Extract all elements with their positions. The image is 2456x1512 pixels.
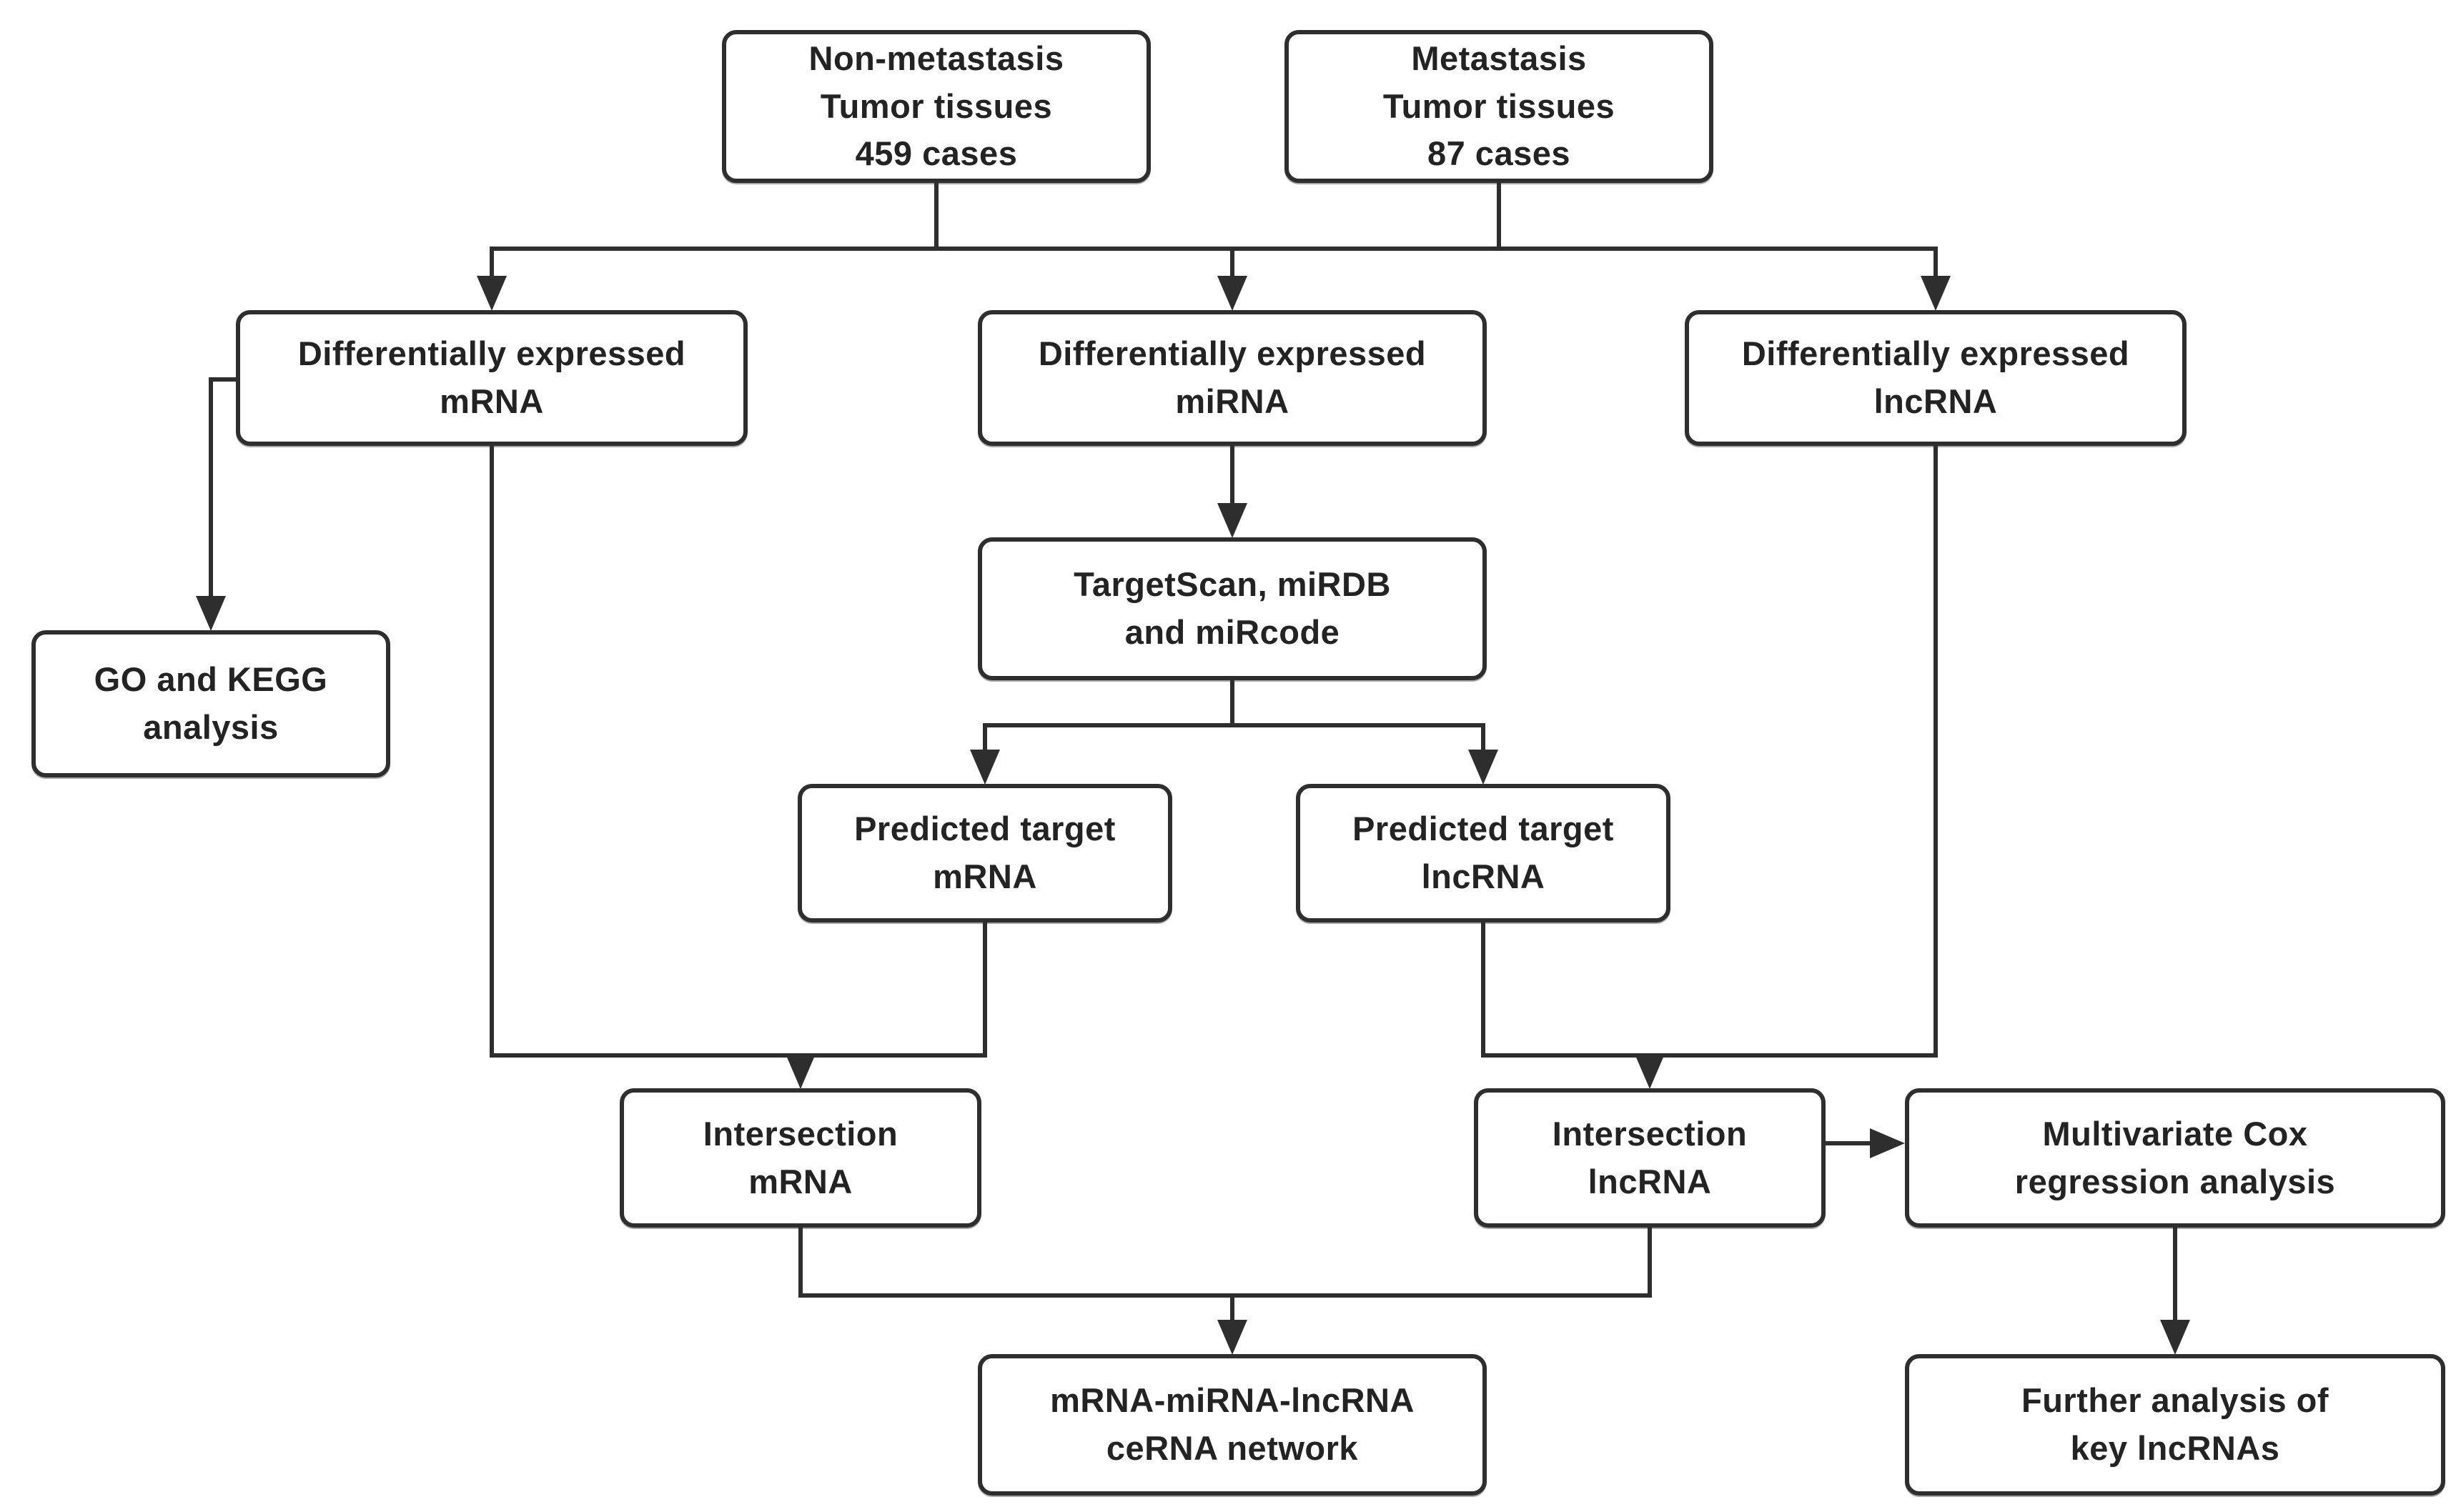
edge-go-stub bbox=[209, 377, 239, 382]
edge-int-lncrna-drop bbox=[1648, 1228, 1652, 1298]
node-label: GO and KEGG analysis bbox=[94, 660, 328, 746]
arrow-to-pred-lncrna bbox=[1468, 750, 1498, 785]
node-pred-mrna: Predicted target mRNA bbox=[798, 784, 1172, 922]
node-int-mrna: Intersection mRNA bbox=[620, 1088, 981, 1228]
edge-to-pred-lncrna-stem bbox=[1481, 723, 1485, 753]
arrow-to-de-lncrna bbox=[1921, 276, 1951, 311]
node-de-lncrna: Differentially expressed lncRNA bbox=[1685, 310, 2187, 446]
edge-int-mrna-drop bbox=[798, 1228, 803, 1298]
edge-nonmeta-stem bbox=[934, 183, 939, 251]
arrow-to-go-kegg bbox=[196, 596, 226, 631]
arrow-to-cox bbox=[1870, 1128, 1905, 1158]
edge-distributor-line bbox=[490, 247, 1938, 251]
node-pred-lncrna: Predicted target lncRNA bbox=[1296, 784, 1670, 922]
edge-de-mrna-long-drop bbox=[490, 446, 494, 1058]
node-de-mrna: Differentially expressed mRNA bbox=[236, 310, 748, 446]
edge-bottom-merge-line bbox=[798, 1293, 1652, 1298]
arrow-to-pred-mrna bbox=[970, 750, 1000, 785]
edge-merge-mrna-line bbox=[490, 1053, 987, 1058]
edge-de-lncrna-long-drop bbox=[1933, 446, 1938, 1058]
node-label: Intersection lncRNA bbox=[1552, 1114, 1748, 1200]
arrow-to-de-mirna bbox=[1217, 276, 1247, 311]
edge-go-drop bbox=[209, 377, 213, 600]
edge-to-de-lncrna-stem bbox=[1933, 247, 1938, 279]
arrow-to-cerna bbox=[1217, 1320, 1247, 1355]
arrow-to-int-mrna bbox=[786, 1054, 816, 1089]
node-label: Further analysis of key lncRNAs bbox=[2021, 1381, 2329, 1467]
node-metastasis: Metastasis Tumor tissues 87 cases bbox=[1284, 30, 1713, 183]
arrow-to-targetscan bbox=[1217, 503, 1247, 538]
node-label: TargetScan, miRDB and miRcode bbox=[1074, 565, 1391, 651]
node-cox: Multivariate Cox regression analysis bbox=[1905, 1088, 2445, 1228]
node-label: mRNA-miRNA-lncRNA ceRNA network bbox=[1050, 1381, 1415, 1467]
node-label: Multivariate Cox regression analysis bbox=[2014, 1114, 2336, 1200]
edge-cox-further-stem bbox=[2173, 1228, 2177, 1323]
edge-pred-lncrna-drop bbox=[1481, 922, 1485, 1058]
edge-to-pred-mrna-stem bbox=[983, 723, 987, 753]
node-go-kegg: GO and KEGG analysis bbox=[31, 630, 390, 777]
edge-merge-lncrna-line bbox=[1481, 1053, 1938, 1058]
node-further: Further analysis of key lncRNAs bbox=[1905, 1354, 2445, 1496]
node-label: Differentially expressed mRNA bbox=[297, 334, 686, 420]
edge-meta-stem bbox=[1497, 183, 1501, 251]
node-label: Differentially expressed lncRNA bbox=[1741, 334, 2130, 420]
node-cerna: mRNA-miRNA-lncRNA ceRNA network bbox=[978, 1354, 1487, 1496]
arrow-to-further bbox=[2160, 1320, 2190, 1355]
edge-targetscan-split-line bbox=[983, 723, 1485, 727]
edge-pred-mrna-drop bbox=[983, 922, 987, 1058]
node-label: Predicted target mRNA bbox=[854, 810, 1116, 895]
edge-to-de-mirna-stem bbox=[1230, 247, 1234, 279]
edge-int-lncrna-cox-line bbox=[1826, 1141, 1873, 1145]
edge-to-de-mrna-stem bbox=[490, 247, 494, 279]
edge-to-cerna-stem bbox=[1230, 1293, 1234, 1323]
node-label: Differentially expressed miRNA bbox=[1038, 334, 1427, 420]
node-non-metastasis: Non-metastasis Tumor tissues 459 cases bbox=[722, 30, 1151, 183]
node-label: Intersection mRNA bbox=[703, 1114, 898, 1200]
node-label: Non-metastasis Tumor tissues 459 cases bbox=[808, 39, 1064, 173]
arrow-to-de-mrna bbox=[477, 276, 507, 311]
node-de-mirna: Differentially expressed miRNA bbox=[978, 310, 1487, 446]
node-int-lncrna: Intersection lncRNA bbox=[1474, 1088, 1826, 1228]
node-targetscan: TargetScan, miRDB and miRcode bbox=[978, 537, 1487, 680]
edge-mirna-targetscan-stem bbox=[1230, 446, 1234, 506]
edge-targetscan-split-stem bbox=[1230, 680, 1234, 727]
arrow-to-int-lncrna bbox=[1635, 1054, 1665, 1089]
node-label: Metastasis Tumor tissues 87 cases bbox=[1382, 39, 1615, 173]
node-label: Predicted target lncRNA bbox=[1352, 810, 1614, 895]
